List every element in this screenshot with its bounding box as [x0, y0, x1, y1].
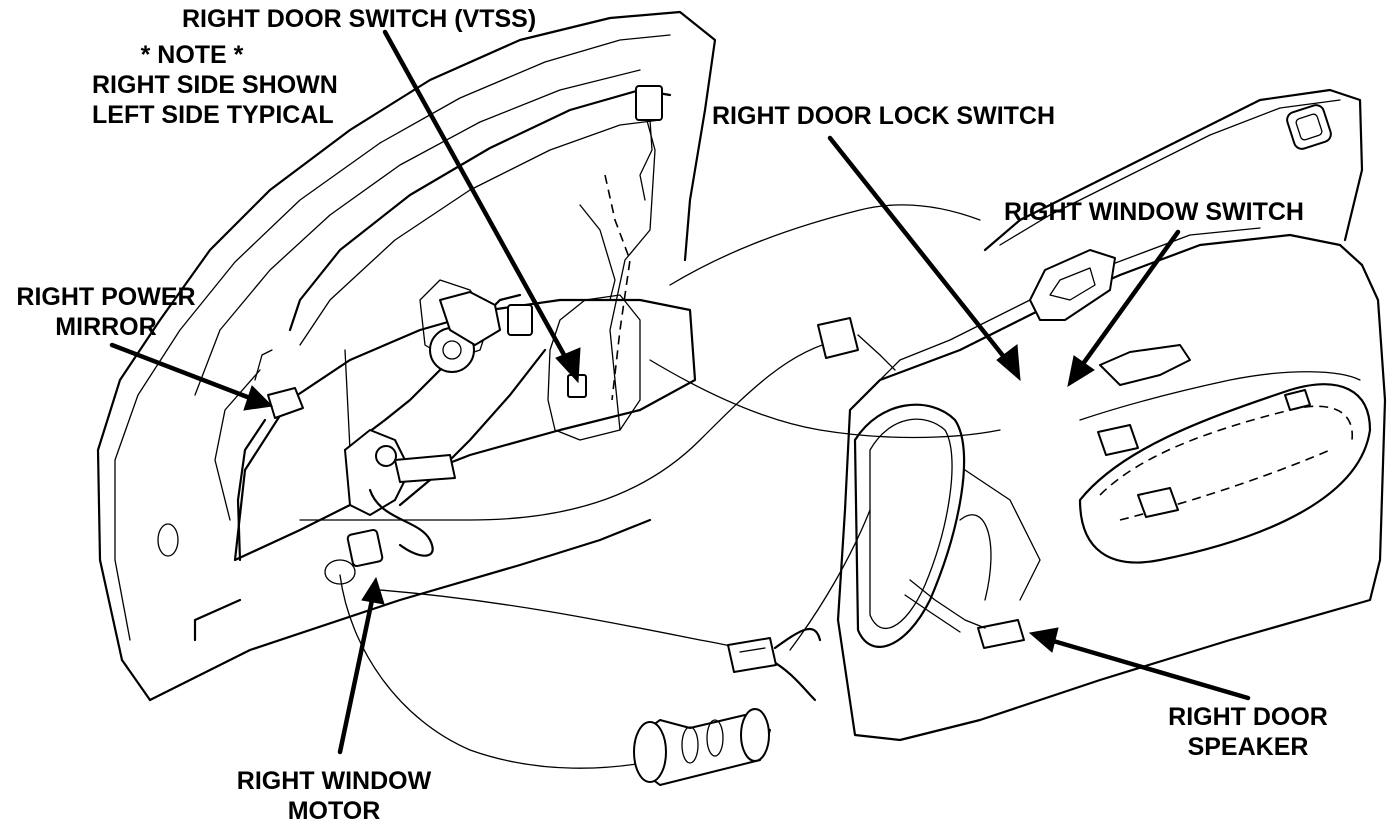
power-mirror-leader	[109, 342, 253, 401]
window-motor-leader	[337, 597, 375, 755]
harness-grommet	[633, 708, 771, 786]
door-lock-switch-leader	[827, 135, 1011, 365]
door-lock-switch-arrowhead	[996, 344, 1021, 382]
lower-inline-connector	[727, 637, 777, 673]
note-line-left-side: LEFT SIDE TYPICAL	[92, 101, 334, 129]
window-motor-label-line1: RIGHT WINDOW	[236, 767, 432, 795]
window-switch-label: RIGHT WINDOW SWITCH	[1004, 198, 1304, 226]
power-mirror-arrowhead	[243, 385, 274, 411]
window-regulator	[324, 279, 547, 585]
door-switch-leader	[382, 29, 571, 365]
window-switch-leader	[1077, 229, 1181, 371]
door-shell	[96, 10, 717, 702]
door-lock-switch-label: RIGHT DOOR LOCK SWITCH	[712, 102, 1056, 130]
note-title: * NOTE *	[140, 41, 244, 69]
power-mirror-label-line1: RIGHT POWER	[16, 283, 196, 311]
note-line-right-side: RIGHT SIDE SHOWN	[92, 71, 338, 99]
door-switch-arrowhead	[555, 347, 581, 384]
door-speaker-arrowhead	[1028, 627, 1059, 653]
power-mirror-label-line2: MIRROR	[55, 313, 157, 341]
door-speaker-label-line2: SPEAKER	[1187, 733, 1309, 761]
door-speaker-leader	[1047, 637, 1251, 701]
door-trim-panel	[836, 88, 1387, 742]
note-block: * NOTE * RIGHT SIDE SHOWN LEFT SIDE TYPI…	[92, 40, 338, 130]
inline-connector	[817, 317, 896, 371]
door-speaker-label-line1: RIGHT DOOR	[1168, 703, 1328, 731]
wiring-harness	[299, 204, 1001, 769]
window-motor-label: RIGHT WINDOW MOTOR	[218, 766, 450, 826]
door-speaker-label: RIGHT DOOR SPEAKER	[1148, 702, 1348, 762]
window-motor-arrowhead	[361, 576, 385, 605]
callout-leaders	[109, 29, 1251, 755]
window-motor-label-line2: MOTOR	[287, 797, 381, 825]
door-switch-label: RIGHT DOOR SWITCH (VTSS)	[182, 5, 537, 33]
window-switch-arrowhead	[1067, 355, 1095, 388]
power-mirror-label: RIGHT POWER MIRROR	[0, 282, 212, 342]
mirror-connector	[236, 349, 304, 562]
